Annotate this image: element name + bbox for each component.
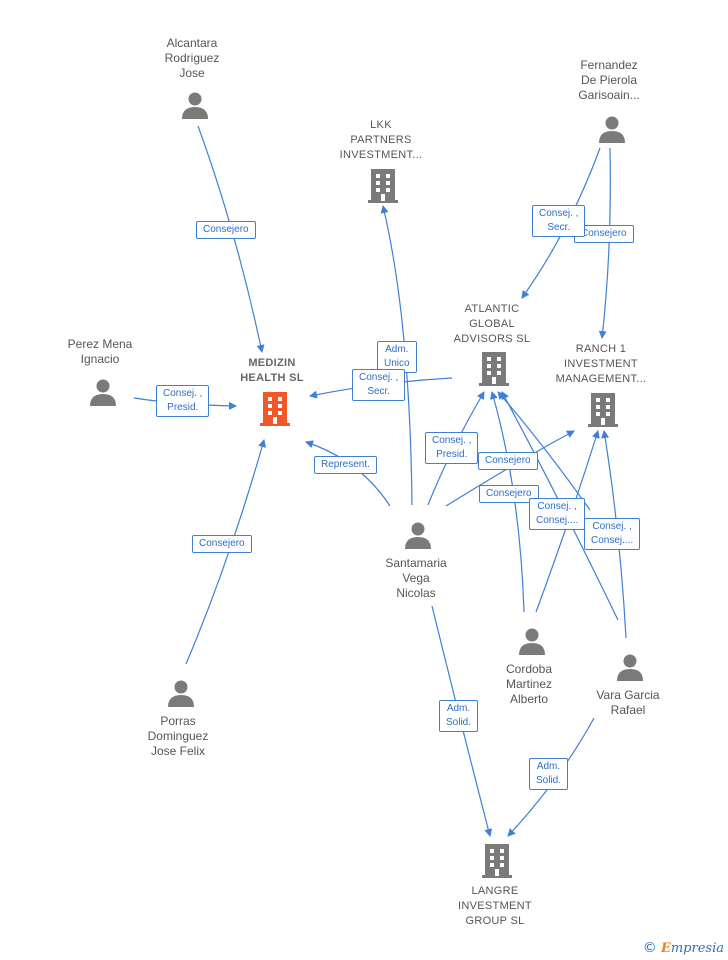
node-label-fernandez[interactable]: Fernandez De Pierola Garisoain... xyxy=(578,58,640,102)
node-label-atlantic[interactable]: ATLANTIC GLOBAL ADVISORS SL xyxy=(453,303,531,345)
building-icon-lkk xyxy=(368,169,398,203)
edge-label-cordoba-atlantic: Consejero xyxy=(479,485,539,503)
person-icon-santamaria xyxy=(405,522,431,549)
building-icon-atlantic xyxy=(479,352,509,386)
edge-label-santamaria-langre: Adm. Solid. xyxy=(439,700,479,732)
edge-fernandez-ranch xyxy=(598,147,611,339)
edge-label-cordoba-ranch: Consej. , Consej.... xyxy=(529,498,586,530)
person-icon-vara xyxy=(617,654,643,681)
edge-santamaria-lkk xyxy=(380,205,413,506)
node-label-medizin[interactable]: MEDIZIN HEALTH SL xyxy=(240,357,304,384)
edge-label-alcantara-medizin: Consejero xyxy=(196,221,256,239)
edge-label-perez-medizin: Consej. , Presid. xyxy=(156,385,210,417)
edge-santamaria-medizin xyxy=(305,440,391,507)
brand-name: mpresia xyxy=(670,941,724,956)
edge-label-santamaria-lkk: Adm. Unico xyxy=(377,341,417,373)
edge-label-santamaria-atlantic: Consej. , Presid. xyxy=(425,432,479,464)
edge-label-fernandez-atlantic: Consej. , Secr. xyxy=(532,205,586,237)
brand-initial: E xyxy=(660,941,671,956)
node-label-santamaria[interactable]: Santamaria Vega Nicolas xyxy=(385,556,447,600)
brand-logo[interactable]: © Empresia xyxy=(643,940,724,956)
node-label-alcantara[interactable]: Alcantara Rodriguez Jose xyxy=(164,36,220,80)
node-label-perez[interactable]: Perez Mena Ignacio xyxy=(67,337,133,366)
node-label-langre[interactable]: LANGRE INVESTMENT GROUP SL xyxy=(458,885,532,927)
person-icon-cordoba xyxy=(519,628,545,655)
node-label-vara[interactable]: Vara Garcia Rafael xyxy=(596,688,660,717)
edge-label-porras-medizin: Consejero xyxy=(192,535,252,553)
person-icon-perez xyxy=(90,379,116,406)
person-icon-alcantara xyxy=(182,92,208,119)
edge-label-fernandez-ranch: Consejero xyxy=(574,225,634,243)
copyright-icon: © xyxy=(642,940,657,956)
building-icon-langre xyxy=(482,844,512,878)
node-label-lkk[interactable]: LKK PARTNERS INVESTMENT... xyxy=(339,119,423,161)
node-label-porras[interactable]: Porras Dominguez Jose Felix xyxy=(147,714,209,758)
person-icon-porras xyxy=(168,680,194,707)
edge-label-vara-ranch: Consej. , Consej.... xyxy=(584,518,641,550)
edge-label-santamaria-medizin: Represent. xyxy=(314,456,377,474)
node-label-ranch[interactable]: RANCH 1 INVESTMENT MANAGEMENT... xyxy=(555,343,647,385)
building-icon-medizin xyxy=(260,392,290,426)
edge-alcantara-medizin xyxy=(197,125,265,353)
edge-label-vara-langre: Adm. Solid. xyxy=(529,758,569,790)
edge-label-santamaria-ranch: Consejero xyxy=(478,452,538,470)
person-icon-fernandez xyxy=(599,116,625,143)
edge-porras-medizin xyxy=(185,439,266,665)
building-icon-ranch xyxy=(588,393,618,427)
edge-label-atlantic-medizin: Consej. , Secr. xyxy=(352,369,406,401)
node-label-cordoba[interactable]: Cordoba Martinez Alberto xyxy=(505,662,553,706)
